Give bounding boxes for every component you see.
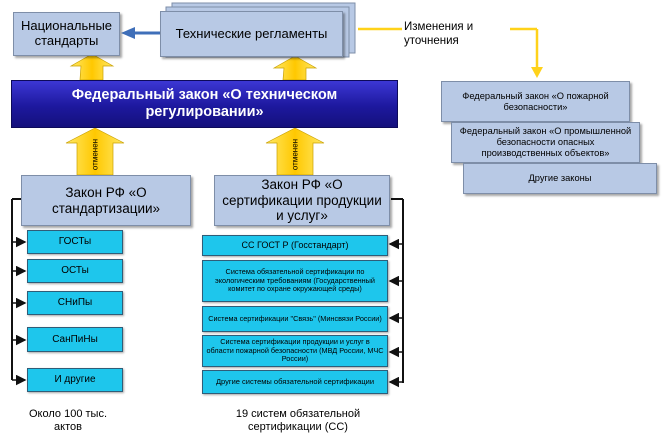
right-item-label: Система сертификации продукции и услуг в… [206,337,384,364]
federal-law-banner: Федеральный закон «О техническом регулир… [11,80,398,128]
national-standards-box: Национальные стандарты [13,12,120,56]
left-item-others: И другие [27,368,123,392]
left-caption: Около 100 тыс. актов [29,408,107,434]
fire-safety-law-box: Федеральный закон «О пожарной безопаснос… [441,81,630,122]
certification-law-label: Закон РФ «О сертификации продукции и усл… [222,177,382,224]
arrow-standardization-law-up [65,127,125,176]
arrow-banner-to-regulations [272,55,318,81]
side-law-label: Другие законы [528,173,592,184]
side-law-label: Федеральный закон «О пожарной безопаснос… [462,90,609,112]
right-item-gost-r: СС ГОСТ Р (Госстандарт) [202,235,388,256]
left-item-label: СанПиНы [52,333,98,345]
national-standards-label: Национальные стандарты [20,18,113,48]
right-item-fire-safety: Система сертификации продукции и услуг в… [202,335,388,367]
left-item-label: СНиПы [57,297,93,309]
repealed-label-right: отменен [290,138,300,171]
right-item-label: СС ГОСТ Р (Госстандарт) [241,240,349,251]
right-item-label: Система сертификации "Связь" (Минсвязи Р… [208,313,382,323]
right-item-label: Другие системы обязательной сертификации [215,376,375,386]
blue-arrow-head [121,27,135,39]
other-laws-box: Другие законы [463,163,657,194]
left-item-label: И другие [54,374,96,386]
arrow-certification-law-up [265,127,325,176]
right-caption: 19 систем обязательной сертификации (СС) [235,408,361,434]
industrial-safety-law-box: Федеральный закон «О промышленной безопа… [451,122,640,163]
tech-regulations-box: Технические регламенты [160,11,343,57]
repealed-label-left: отменен [90,138,100,171]
changes-label: Изменения и уточнения [404,21,474,47]
right-item-other-systems: Другие системы обязательной сертификации [202,370,388,394]
right-item-ecology: Система обязательной сертификации по эко… [202,260,388,302]
right-item-label: Система обязательной сертификации по эко… [214,267,376,294]
left-item-label: ГОСТы [58,236,92,248]
standardization-law-box: Закон РФ «О стандартизации» [21,175,191,226]
tech-regulations-label: Технические регламенты [175,25,328,41]
left-item-gosty: ГОСТы [27,230,123,254]
changes-arrow-head [531,67,543,78]
left-item-label: ОСТы [61,265,89,277]
arrow-banner-to-standards [69,53,115,81]
left-item-snipy: СНиПы [27,291,123,315]
standardization-law-label: Закон РФ «О стандартизации» [51,184,161,216]
right-item-svyaz: Система сертификации "Связь" (Минсвязи Р… [202,306,388,332]
left-item-sanpiny: СанПиНы [27,327,123,352]
side-law-label: Федеральный закон «О промышленной безопа… [459,126,632,158]
left-item-osty: ОСТы [27,259,123,283]
certification-law-box: Закон РФ «О сертификации продукции и усл… [214,175,390,226]
federal-law-banner-text: Федеральный закон «О техническом регулир… [71,87,338,120]
